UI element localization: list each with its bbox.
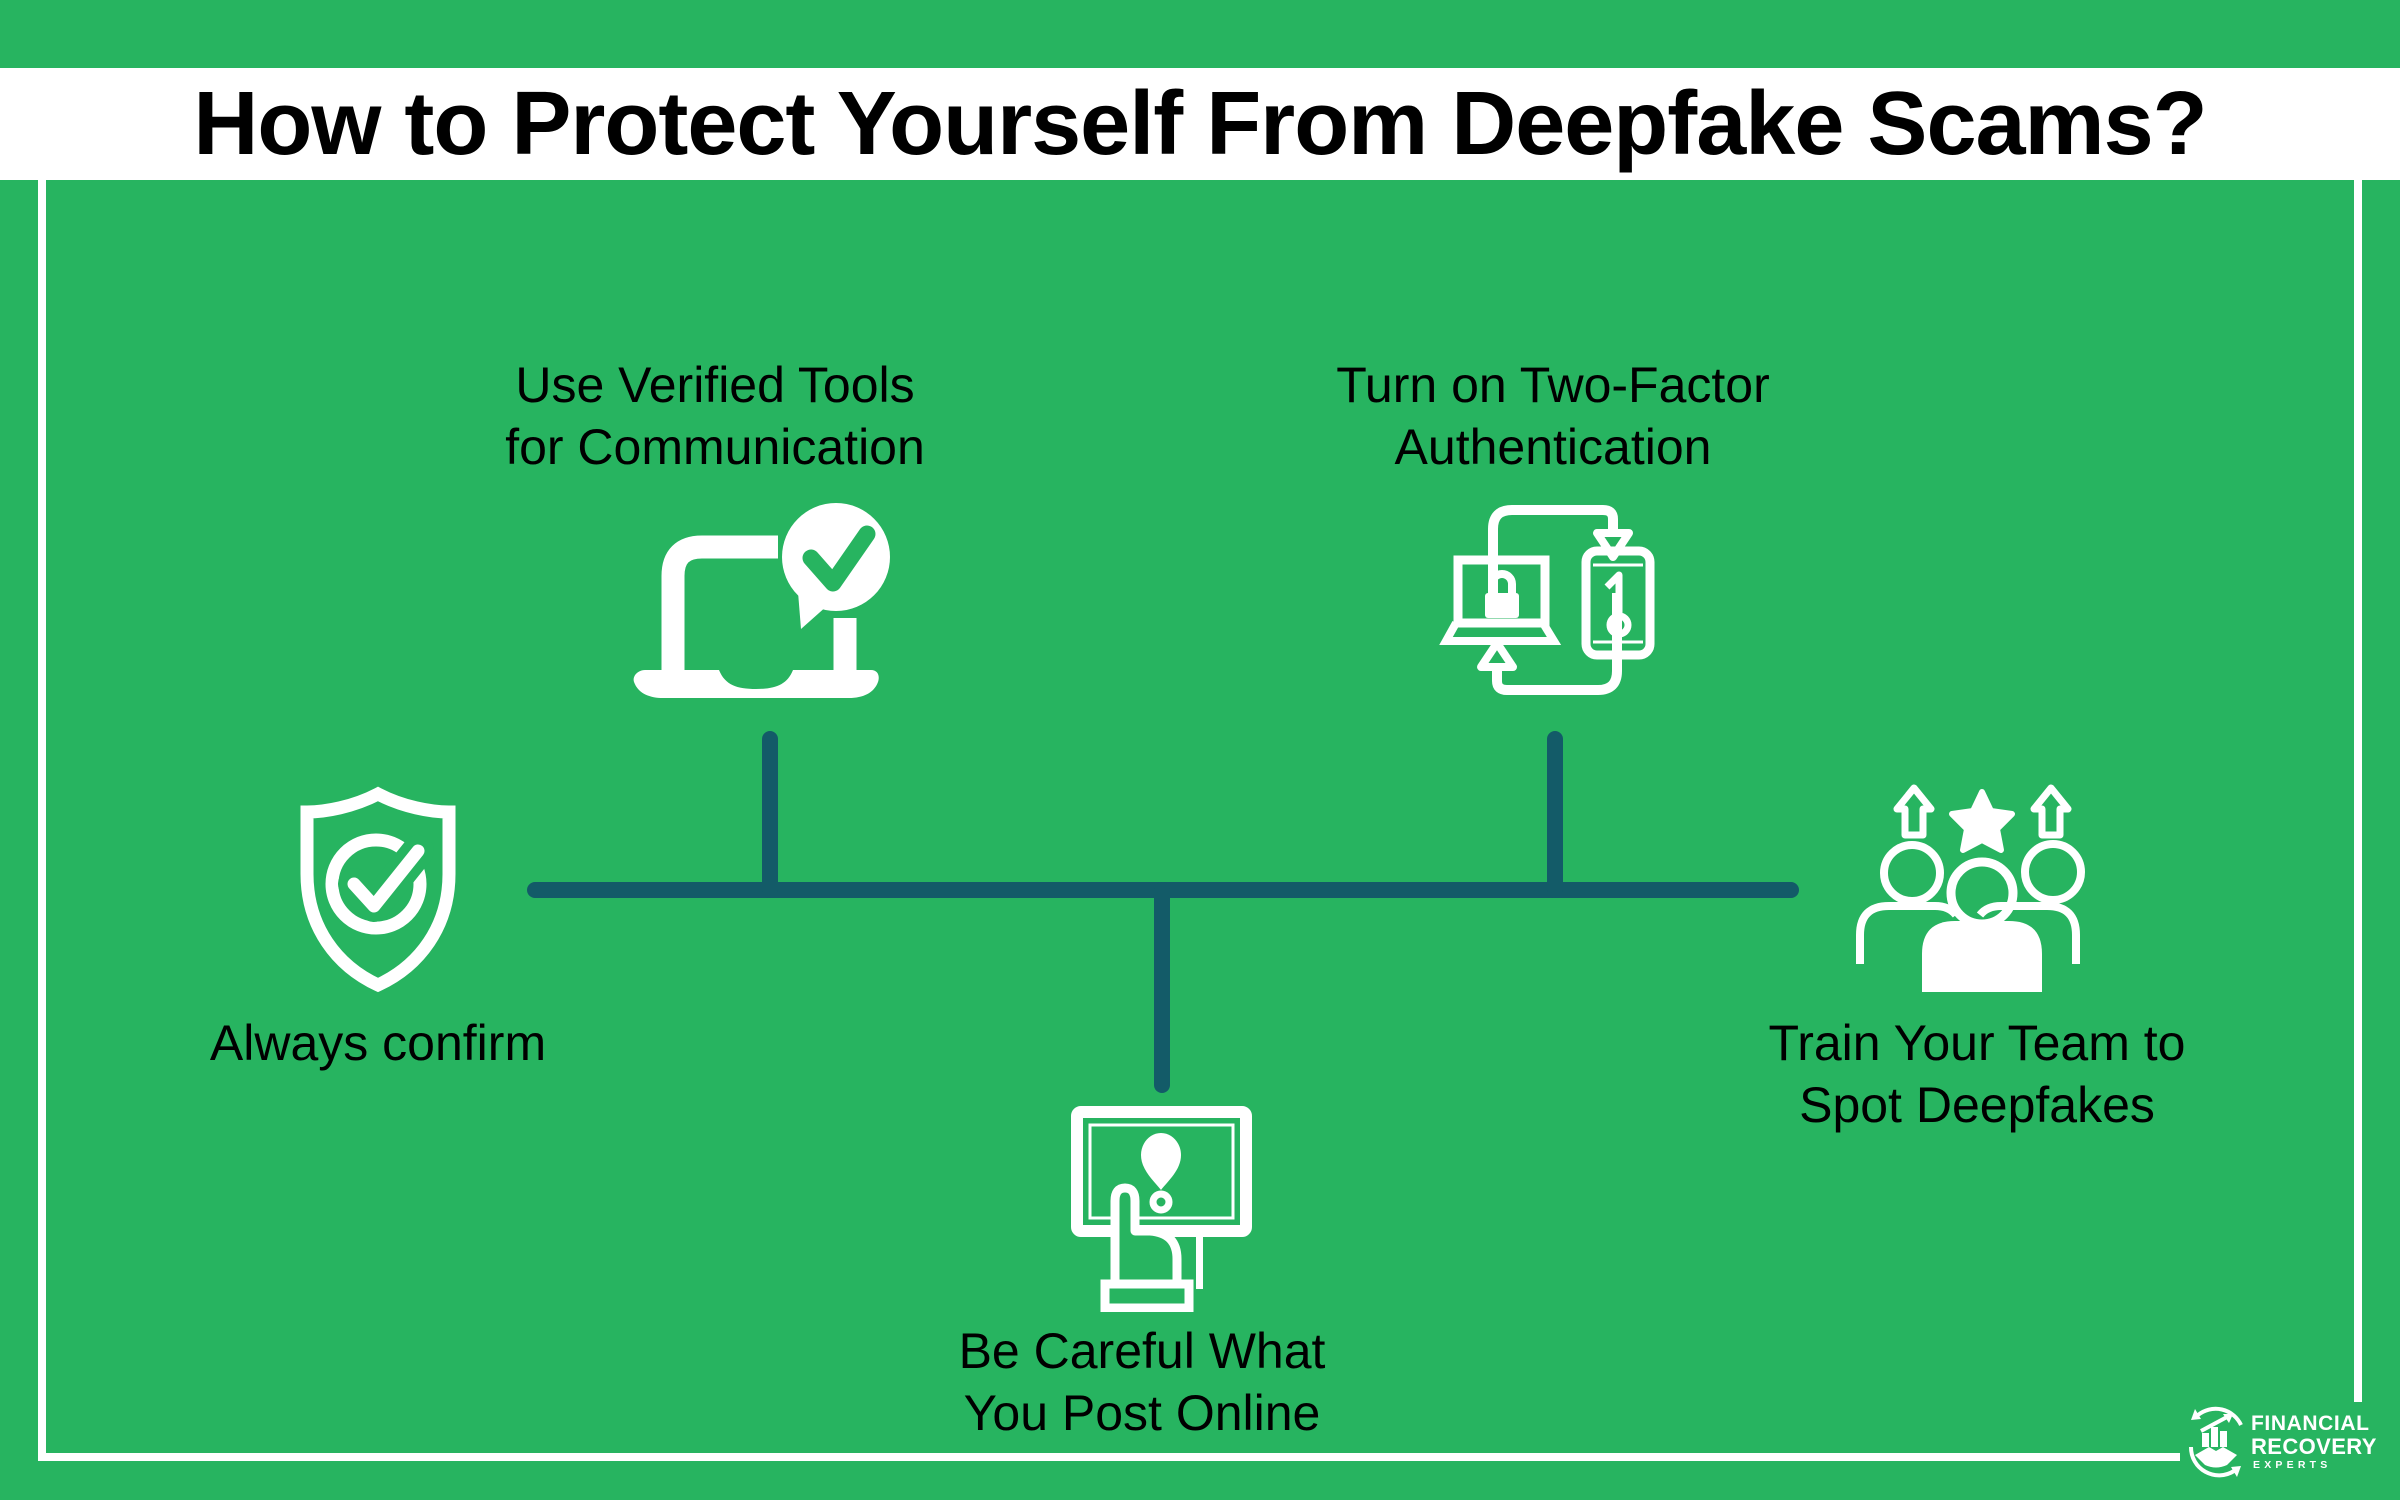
label-line: Be Careful What <box>958 1323 1326 1379</box>
frame-border-left <box>38 180 46 1461</box>
team-star-arrows-icon <box>1856 784 2085 992</box>
logo-text-recovery: RECOVERY <box>2251 1434 2377 1459</box>
label-train-team: Train Your Team to Spot Deepfakes <box>1727 1012 2227 1136</box>
page-title: How to Protect Yourself From Deepfake Sc… <box>193 73 2207 174</box>
monitor-alert-hand-icon <box>1071 1106 1252 1312</box>
label-line: Spot Deepfakes <box>1799 1077 2155 1133</box>
label-line: for Communication <box>505 419 925 475</box>
laptop-phone-key-sync-icon <box>1439 505 1655 695</box>
label-line: Turn on Two-Factor <box>1336 357 1770 413</box>
label-line: Train Your Team to <box>1768 1015 2186 1071</box>
label-line: You Post Online <box>963 1385 1321 1441</box>
frame-border-bottom <box>38 1453 2180 1461</box>
header-band: How to Protect Yourself From Deepfake Sc… <box>0 68 2400 180</box>
label-verified-tools: Use Verified Tools for Communication <box>465 354 965 478</box>
connector-branch-two-factor <box>1547 731 1563 898</box>
logo-text-financial: FINANCIAL <box>2251 1412 2370 1435</box>
connector-branch-careful-posting <box>1154 882 1170 1093</box>
financial-recovery-logo: FINANCIAL RECOVERY EXPERTS <box>2185 1402 2397 1482</box>
frame-border-right <box>2354 180 2362 1402</box>
label-line: Use Verified Tools <box>515 357 915 413</box>
logo-text-experts: EXPERTS <box>2253 1459 2332 1471</box>
connector-branch-verified-tools <box>762 731 778 898</box>
logo-handshake-chart-icon <box>2188 1406 2243 1478</box>
label-line: Authentication <box>1394 419 1712 475</box>
laptop-check-bubble-icon <box>633 503 890 698</box>
label-careful-posting: Be Careful What You Post Online <box>892 1320 1392 1444</box>
label-always-confirm: Always confirm <box>128 1012 628 1074</box>
label-line: Always confirm <box>209 1015 547 1071</box>
shield-check-icon <box>300 786 456 993</box>
label-two-factor: Turn on Two-Factor Authentication <box>1303 354 1803 478</box>
